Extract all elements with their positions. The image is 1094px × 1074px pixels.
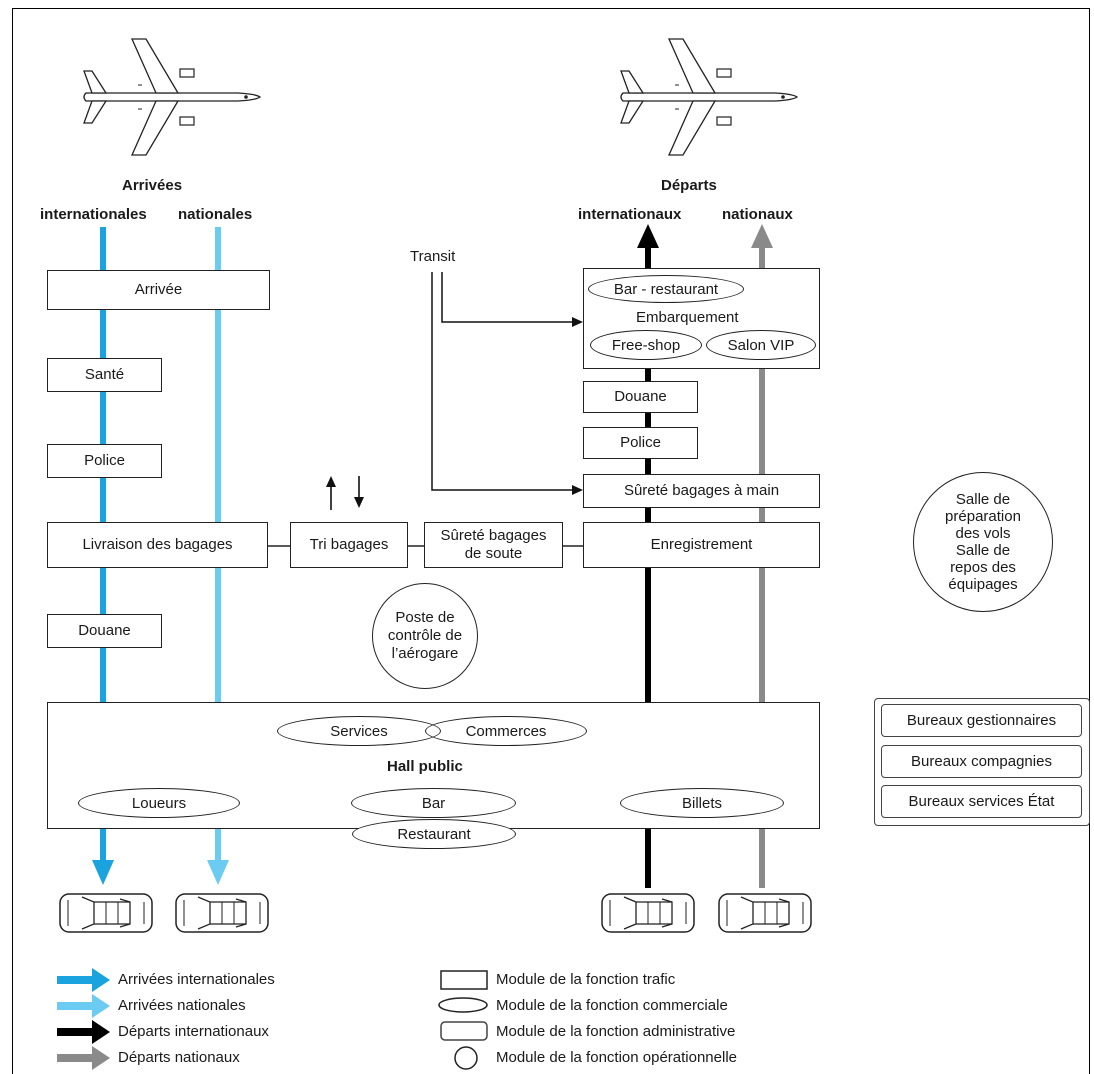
hall-public-title: Hall public [387, 758, 463, 775]
livraison-box: Livraison des bagages [47, 522, 268, 568]
arrivee-box: Arrivée [47, 270, 270, 310]
crew-line6: équipages [948, 576, 1018, 593]
loueurs-ellipse: Loueurs [78, 788, 240, 818]
police-arrival-box: Police [47, 444, 162, 478]
billets-ellipse: Billets [620, 788, 784, 818]
legend-arr-intl: Arrivées internationales [118, 971, 275, 988]
legend-trafic: Module de la fonction trafic [496, 971, 676, 988]
poste-line2: contrôle de [387, 627, 463, 644]
car-icon-4 [718, 893, 812, 933]
arr-nat-label: nationales [178, 206, 253, 223]
surete-soute-line1: Sûreté bagages [440, 527, 547, 544]
bar-ellipse: Bar [351, 788, 516, 818]
legend-ellipse-icon [438, 997, 488, 1013]
bureaux-compagnies-box: Bureaux compagnies [881, 745, 1082, 778]
car-icon-3 [601, 893, 695, 933]
surete-main-box: Sûreté bagages à main [583, 474, 820, 508]
free-shop-ellipse: Free-shop [590, 330, 702, 360]
poste-line1: Poste de [395, 609, 455, 626]
legend-rect-icon [440, 970, 488, 990]
bar-restaurant-ellipse: Bar - restaurant [588, 275, 744, 303]
sante-text: Santé [84, 366, 125, 383]
departures-title: Départs [661, 177, 717, 194]
legend-arrow-arr-nat-icon [57, 994, 110, 1018]
salon-vip-ellipse: Salon VIP [706, 330, 816, 360]
restaurant-ellipse: Restaurant [352, 819, 516, 849]
enregistrement-text: Enregistrement [650, 536, 753, 553]
free-shop-text: Free-shop [611, 336, 681, 354]
arrivals-plane-icon [83, 38, 261, 156]
frame-top [12, 8, 1090, 9]
poste-controle-circle: Poste de contrôle de l’aérogare [372, 583, 478, 689]
douane-departure-box: Douane [583, 381, 698, 413]
services-text: Services [330, 722, 388, 740]
restaurant-text: Restaurant [397, 825, 471, 843]
police-arrival-text: Police [84, 452, 125, 469]
departures-plane-icon [620, 38, 798, 156]
crew-line2: préparation [945, 508, 1021, 525]
douane-departure-text: Douane [614, 388, 667, 405]
sante-box: Santé [47, 358, 162, 392]
crew-line4: Salle de [955, 542, 1011, 559]
bureaux-etat-text: Bureaux services État [908, 793, 1055, 810]
police-departure-box: Police [583, 427, 698, 459]
legend-dep-intl: Départs internationaux [118, 1023, 269, 1040]
commerces-text: Commerces [465, 722, 547, 740]
surete-main-text: Sûreté bagages à main [623, 482, 780, 499]
bureaux-gestionnaires-box: Bureaux gestionnaires [881, 704, 1082, 737]
car-icon-1 [59, 893, 153, 933]
douane-arrival-box: Douane [47, 614, 162, 648]
tri-bagages-text: Tri bagages [309, 536, 389, 553]
bar-restaurant-text: Bar - restaurant [613, 280, 719, 298]
arrivals-title: Arrivées [122, 177, 183, 194]
loueurs-text: Loueurs [131, 794, 187, 812]
legend-commerciale: Module de la fonction commerciale [496, 997, 728, 1014]
transit-to-security-line [431, 272, 576, 491]
dep-intl-arrowhead [637, 224, 659, 248]
police-departure-text: Police [620, 434, 661, 451]
crew-room-circle: Salle de préparation des vols Salle de r… [913, 472, 1053, 612]
bureaux-gestionnaires-text: Bureaux gestionnaires [906, 712, 1057, 729]
bureaux-etat-box: Bureaux services État [881, 785, 1082, 818]
legend-administrative: Module de la fonction administrative [496, 1023, 736, 1040]
crew-line1: Salle de [955, 491, 1011, 508]
services-ellipse: Services [277, 716, 441, 746]
dep-nat-arrowhead [751, 224, 773, 248]
legend-rounded-rect-icon [440, 1021, 488, 1041]
commerces-ellipse: Commerces [425, 716, 587, 746]
transit-to-boarding-line [441, 272, 576, 323]
transit-label: Transit [410, 248, 456, 265]
legend-arrow-dep-intl-icon [57, 1020, 110, 1044]
tri-bagages-box: Tri bagages [290, 522, 408, 568]
arr-nat-arrowhead [207, 860, 229, 885]
crew-line5: repos des [950, 559, 1016, 576]
legend-arrow-dep-nat-icon [57, 1046, 110, 1070]
frame-right [1089, 8, 1090, 1074]
legend-dep-nat: Départs nationaux [118, 1049, 240, 1066]
enregistrement-box: Enregistrement [583, 522, 820, 568]
legend-circle-icon [454, 1046, 478, 1070]
billets-text: Billets [681, 794, 722, 812]
crew-line3: des vols [955, 525, 1011, 542]
salon-vip-text: Salon VIP [727, 336, 795, 354]
bureaux-compagnies-text: Bureaux compagnies [911, 753, 1052, 770]
legend-arrow-arr-intl-icon [57, 968, 110, 992]
surete-soute-line2: de soute [464, 545, 523, 562]
arr-intl-label: internationales [40, 206, 147, 223]
arrivee-text: Arrivée [134, 281, 183, 298]
embarquement-label: Embarquement [636, 309, 739, 326]
douane-arrival-text: Douane [78, 622, 131, 639]
dep-intl-label: internationaux [578, 206, 682, 223]
bar-text: Bar [421, 794, 446, 812]
dep-nat-label: nationaux [722, 206, 793, 223]
livraison-text: Livraison des bagages [82, 536, 233, 553]
frame-left [12, 8, 13, 1074]
car-icon-2 [175, 893, 269, 933]
poste-line3: l’aérogare [391, 645, 459, 662]
arr-intl-arrowhead [92, 860, 114, 885]
legend-operationnelle: Module de la fonction opérationnelle [496, 1049, 738, 1066]
legend-arr-nat: Arrivées nationales [118, 997, 246, 1014]
surete-soute-box: Sûreté bagages de soute [424, 522, 563, 568]
